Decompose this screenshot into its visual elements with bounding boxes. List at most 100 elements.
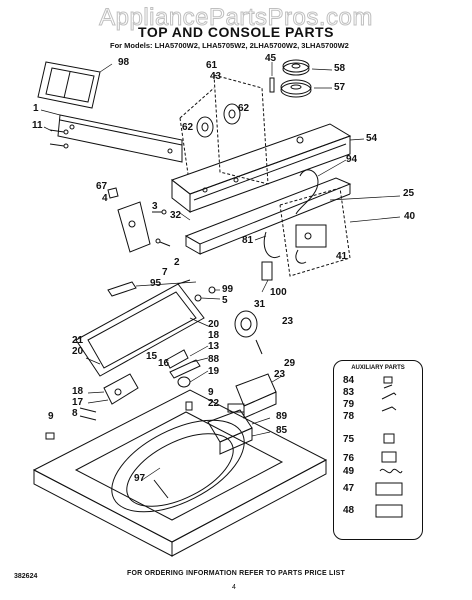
callout-aux-49: 49 bbox=[343, 466, 355, 477]
part-3-screw bbox=[152, 209, 167, 215]
callout-94: 94 bbox=[346, 154, 358, 165]
part-45-screw bbox=[269, 77, 275, 93]
callout-29: 29 bbox=[284, 358, 296, 369]
callout-9-right: 9 bbox=[208, 387, 214, 398]
diagram-title: TOP AND CONSOLE PARTS bbox=[138, 24, 334, 40]
aux-parts-drawing bbox=[375, 376, 403, 518]
aux-part-75 bbox=[383, 433, 395, 444]
callout-3: 3 bbox=[152, 201, 158, 212]
part-40-timer bbox=[279, 187, 351, 277]
callout-41: 41 bbox=[336, 251, 348, 262]
callout-16: 16 bbox=[158, 358, 170, 369]
aux-part-49 bbox=[379, 468, 403, 474]
leader-lines bbox=[40, 62, 401, 481]
callout-98: 98 bbox=[118, 57, 130, 68]
part-32-console-base bbox=[184, 177, 352, 255]
callout-88: 88 bbox=[208, 354, 220, 365]
part-94-cord bbox=[295, 169, 319, 215]
callout-67: 67 bbox=[96, 181, 108, 192]
callout-18-left: 18 bbox=[72, 386, 84, 397]
callout-95: 95 bbox=[150, 278, 162, 289]
callout-4: 4 bbox=[102, 193, 108, 204]
callout-25: 25 bbox=[403, 188, 415, 199]
callout-20-right: 20 bbox=[208, 319, 220, 330]
part-98-frame bbox=[37, 61, 101, 109]
callout-aux-83: 83 bbox=[343, 387, 355, 398]
part-2-screw bbox=[155, 238, 171, 247]
part-85-switch bbox=[207, 403, 253, 455]
callout-aux-84: 84 bbox=[343, 375, 355, 386]
callout-aux-79: 79 bbox=[343, 399, 355, 410]
callout-9-left: 9 bbox=[48, 411, 54, 422]
callout-43: 43 bbox=[210, 71, 222, 82]
aux-part-79 bbox=[381, 392, 397, 400]
callout-97: 97 bbox=[134, 473, 146, 484]
callout-54: 54 bbox=[366, 133, 378, 144]
part-16-hinge bbox=[165, 349, 201, 388]
callout-58: 58 bbox=[334, 63, 346, 74]
callout-8: 8 bbox=[72, 408, 78, 419]
callout-20-left: 20 bbox=[72, 346, 84, 357]
part-8-bolts bbox=[79, 407, 97, 421]
callout-99: 99 bbox=[222, 284, 234, 295]
callout-13: 13 bbox=[208, 341, 220, 352]
callout-32: 32 bbox=[170, 210, 182, 221]
callout-57: 57 bbox=[334, 82, 346, 93]
ordering-footer: FOR ORDERING INFORMATION REFER TO PARTS … bbox=[126, 570, 346, 577]
callout-81: 81 bbox=[242, 235, 254, 246]
washer-top-panel bbox=[32, 389, 328, 557]
callout-11: 11 bbox=[32, 120, 43, 131]
callout-23-upper: 23 bbox=[282, 316, 294, 327]
page-number: 4 bbox=[232, 584, 236, 591]
aux-part-76 bbox=[381, 451, 397, 463]
part-11-screws bbox=[49, 129, 69, 149]
callout-aux-78: 78 bbox=[343, 411, 355, 422]
part-81-wire bbox=[263, 231, 281, 258]
callout-aux-75: 75 bbox=[343, 434, 355, 445]
callout-aux-47: 47 bbox=[343, 483, 355, 494]
callout-17: 17 bbox=[72, 397, 84, 408]
part-54-console bbox=[170, 123, 352, 214]
callout-31: 31 bbox=[254, 299, 266, 310]
callout-aux-76: 76 bbox=[343, 453, 355, 464]
part-100-switch bbox=[261, 261, 273, 281]
aux-title: AUXILIARY PARTS bbox=[351, 365, 405, 371]
aux-part-84 bbox=[383, 376, 393, 384]
callout-7: 7 bbox=[162, 267, 168, 278]
callout-21: 21 bbox=[72, 335, 84, 346]
callout-18-right: 18 bbox=[208, 330, 220, 341]
callout-85: 85 bbox=[276, 425, 288, 436]
part-1-rear-panel bbox=[57, 114, 183, 163]
part-61-group bbox=[179, 74, 269, 185]
part-9-screws bbox=[45, 401, 193, 440]
part-7-plate bbox=[107, 281, 137, 297]
model-list: For Models: LHA5700W2, LHA5705W2, 2LHA57… bbox=[110, 41, 349, 50]
callout-89: 89 bbox=[276, 411, 288, 422]
part-62-switches bbox=[196, 103, 241, 138]
aux-part-47 bbox=[375, 482, 403, 496]
callout-22: 22 bbox=[208, 398, 220, 409]
aux-part-48 bbox=[375, 504, 403, 518]
auxiliary-parts-box: AUXILIARY PARTS bbox=[333, 360, 423, 540]
callout-40: 40 bbox=[404, 211, 416, 222]
aux-part-78 bbox=[381, 406, 397, 412]
callout-62-right: 62 bbox=[238, 103, 250, 114]
callout-100: 100 bbox=[270, 287, 287, 298]
callout-45: 45 bbox=[265, 53, 277, 64]
callout-aux-48: 48 bbox=[343, 505, 355, 516]
document-code: 382624 bbox=[14, 573, 38, 580]
part-29-lid-switch bbox=[235, 373, 277, 419]
callout-61: 61 bbox=[206, 60, 218, 71]
callout-15: 15 bbox=[146, 351, 158, 362]
part-4-bracket bbox=[107, 187, 151, 253]
callout-19: 19 bbox=[208, 366, 220, 377]
callout-5: 5 bbox=[222, 295, 228, 306]
part-17-bracket bbox=[103, 373, 139, 405]
part-57-dial bbox=[280, 79, 312, 98]
callout-2: 2 bbox=[174, 257, 180, 268]
callout-23-lower: 23 bbox=[274, 369, 286, 380]
part-58-knob bbox=[282, 59, 310, 76]
watermark: AppliancePartsPros.com bbox=[99, 4, 373, 32]
